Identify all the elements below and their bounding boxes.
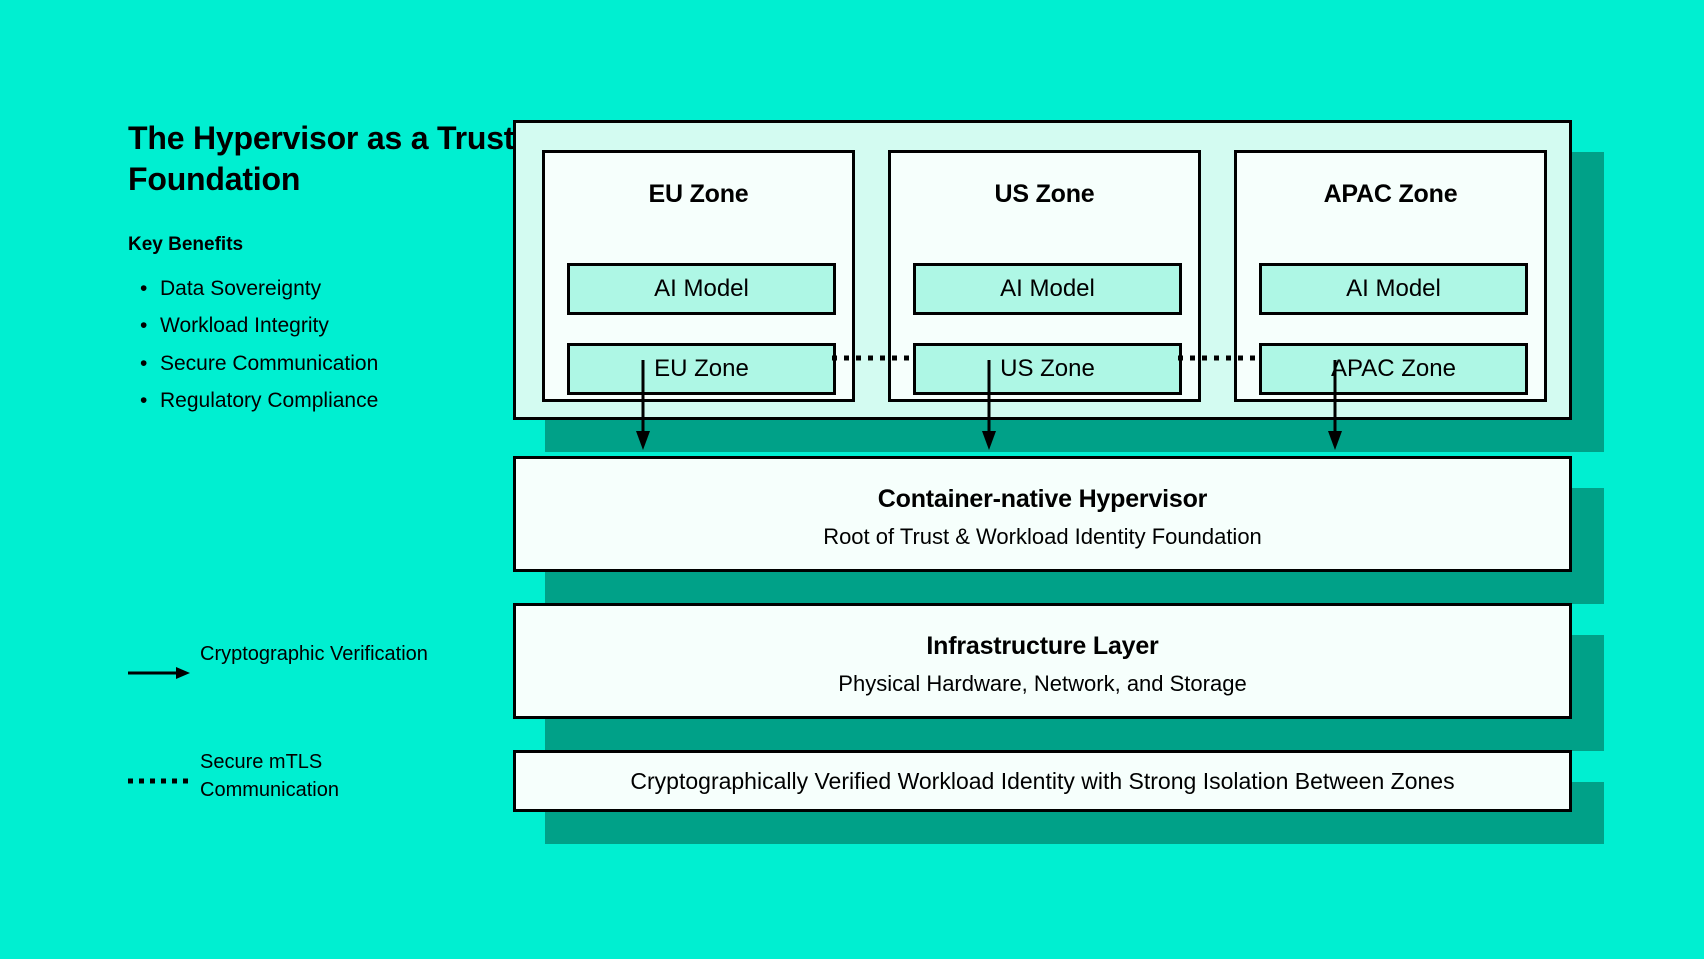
banner-text: Cryptographically Verified Workload Iden… — [630, 767, 1455, 794]
bullet-icon: • — [140, 276, 148, 300]
zone-apac[interactable]: APAC Zone AI Model APAC Zone — [1234, 150, 1547, 402]
benefits-heading: Key Benefits — [128, 233, 244, 255]
benefits-list: • Data Sovereignty • Workload Integrity … — [128, 270, 518, 420]
layer-subtitle: Physical Hardware, Network, and Storage — [838, 671, 1247, 696]
zone-name-box[interactable]: US Zone — [913, 343, 1182, 395]
list-item-label: Data Sovereignty — [160, 276, 322, 300]
page-title: The Hypervisor as a Trust Foundation — [128, 120, 515, 197]
zone-ai-model-box[interactable]: AI Model — [567, 263, 836, 315]
layer-hypervisor[interactable]: Container-native Hypervisor Root of Trus… — [513, 456, 1572, 572]
zones-container: EU Zone AI Model EU Zone US Zone AI Mode… — [513, 120, 1572, 420]
banner-isolation: Cryptographically Verified Workload Iden… — [513, 750, 1572, 812]
zone-eu[interactable]: EU Zone AI Model EU Zone — [542, 150, 855, 402]
dotted-line-icon — [128, 774, 190, 788]
layer-title: Container-native Hypervisor — [877, 485, 1208, 513]
legend: Cryptographic Verification Secure mTLS C… — [128, 640, 488, 824]
list-item-label: Secure Communication — [160, 351, 379, 375]
layer-subtitle: Root of Trust & Workload Identity Founda… — [823, 524, 1262, 549]
zone-name-box[interactable]: EU Zone — [567, 343, 836, 395]
list-item: • Secure Communication — [128, 345, 518, 382]
solid-arrow-icon — [128, 666, 190, 680]
legend-item-secure-mtls-communication: Secure mTLS Communication — [128, 748, 488, 824]
zone-name-box[interactable]: APAC Zone — [1259, 343, 1528, 395]
zone-us[interactable]: US Zone AI Model US Zone — [888, 150, 1201, 402]
legend-item-label: Secure mTLS Communication — [200, 751, 339, 802]
bullet-icon: • — [140, 389, 148, 413]
layer-infrastructure[interactable]: Infrastructure Layer Physical Hardware, … — [513, 603, 1572, 719]
left-panel: The Hypervisor as a Trust Foundation Key… — [128, 118, 518, 419]
zone-title: EU Zone — [648, 180, 749, 208]
zone-title: US Zone — [994, 180, 1095, 208]
list-item: • Workload Integrity — [128, 307, 518, 344]
list-item-label: Regulatory Compliance — [160, 389, 379, 413]
list-item-label: Workload Integrity — [160, 314, 329, 338]
zone-ai-model-box[interactable]: AI Model — [1259, 263, 1528, 315]
legend-item-cryptographic-verification: Cryptographic Verification — [128, 640, 488, 716]
list-item: • Regulatory Compliance — [128, 382, 518, 419]
list-item: • Data Sovereignty — [128, 270, 518, 307]
layer-title: Infrastructure Layer — [926, 632, 1159, 660]
zone-ai-model-box[interactable]: AI Model — [913, 263, 1182, 315]
bullet-icon: • — [140, 314, 148, 338]
zone-title: APAC Zone — [1323, 180, 1458, 208]
bullet-icon: • — [140, 351, 148, 375]
legend-item-label: Cryptographic Verification — [200, 643, 428, 665]
